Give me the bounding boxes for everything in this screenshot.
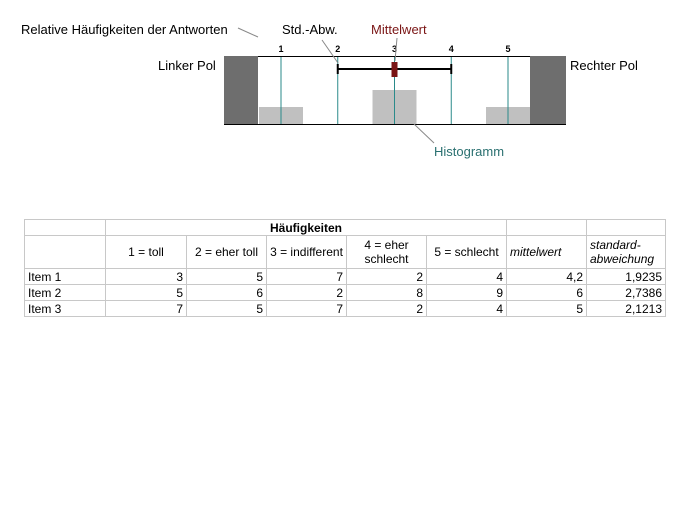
column-header: standard-abweichung [586,235,666,269]
table-cell: 6 [186,284,267,301]
group-header: Häufigkeiten [105,219,507,236]
corner-cell [24,219,106,236]
column-header-row: 1 = toll 2 = eher toll 3 = indifferent 4… [24,235,666,269]
table-cell: 7 [266,268,347,285]
tick-label: 1 [278,44,283,54]
table-cell: 5 [105,284,187,301]
table-cell: 8 [346,284,427,301]
empty-header-cell [506,219,587,236]
tick-label: 5 [505,44,510,54]
frequency-table: Häufigkeiten 1 = toll 2 = eher toll 3 = … [24,219,666,317]
column-header: 5 = schlecht [426,235,507,269]
table-cell: 2 [266,284,347,301]
left-pole-block [224,56,258,124]
table-cell: 5 [186,300,267,317]
table-row: Item 3 7 5 7 2 4 5 2,1213 [24,300,666,317]
table-cell: 9 [426,284,507,301]
table-cell: 7 [266,300,347,317]
tick-label: 4 [449,44,454,54]
mean-marker [391,62,398,77]
sd-leader [321,39,339,64]
mean-label: Mittelwert [371,22,427,37]
table-row: Item 1 3 5 7 2 4 4,2 1,9235 [24,268,666,285]
table-cell: 3 [105,268,187,285]
empty-header-cell [586,219,666,236]
table-cell: 2,7386 [586,284,666,301]
histogram-leader [413,123,435,144]
sd-label: Std.-Abw. [282,22,338,37]
scale-diagram: 1 2 3 4 5 [224,27,566,144]
table-cell: 1,9235 [586,268,666,285]
column-header: 4 = eher schlecht [346,235,427,269]
group-header-row: Häufigkeiten [24,219,666,236]
tick-layer: 1 2 3 4 5 [278,44,510,54]
table-cell: 4 [426,300,507,317]
tick-label: 2 [335,44,340,54]
table-cell: 7 [105,300,187,317]
column-header: 1 = toll [105,235,187,269]
column-header: 2 = eher toll [186,235,267,269]
table-cell: 4,2 [506,268,587,285]
mean-leader [394,37,398,62]
row-label: Item 3 [24,300,106,317]
histogram-label: Histogramm [434,144,505,159]
row-label: Item 2 [24,284,106,301]
right-pole-label: Rechter Pol [570,58,638,73]
corner-cell [24,235,106,269]
row-label: Item 1 [24,268,106,285]
right-pole-block [530,56,566,124]
table-cell: 2 [346,300,427,317]
table-cell: 6 [506,284,587,301]
title-leader [237,27,259,38]
column-header: 3 = indifferent [266,235,347,269]
left-pole-label: Linker Pol [158,58,216,73]
table-cell: 4 [426,268,507,285]
tick-label: 3 [392,44,397,54]
table-cell: 5 [506,300,587,317]
table-cell: 2,1213 [586,300,666,317]
column-header: mittelwert [506,235,587,269]
table-cell: 5 [186,268,267,285]
table-cell: 2 [346,268,427,285]
table-row: Item 2 5 6 2 8 9 6 2,7386 [24,284,666,301]
diagram-title: Relative Häufigkeiten der Antworten [21,22,228,37]
